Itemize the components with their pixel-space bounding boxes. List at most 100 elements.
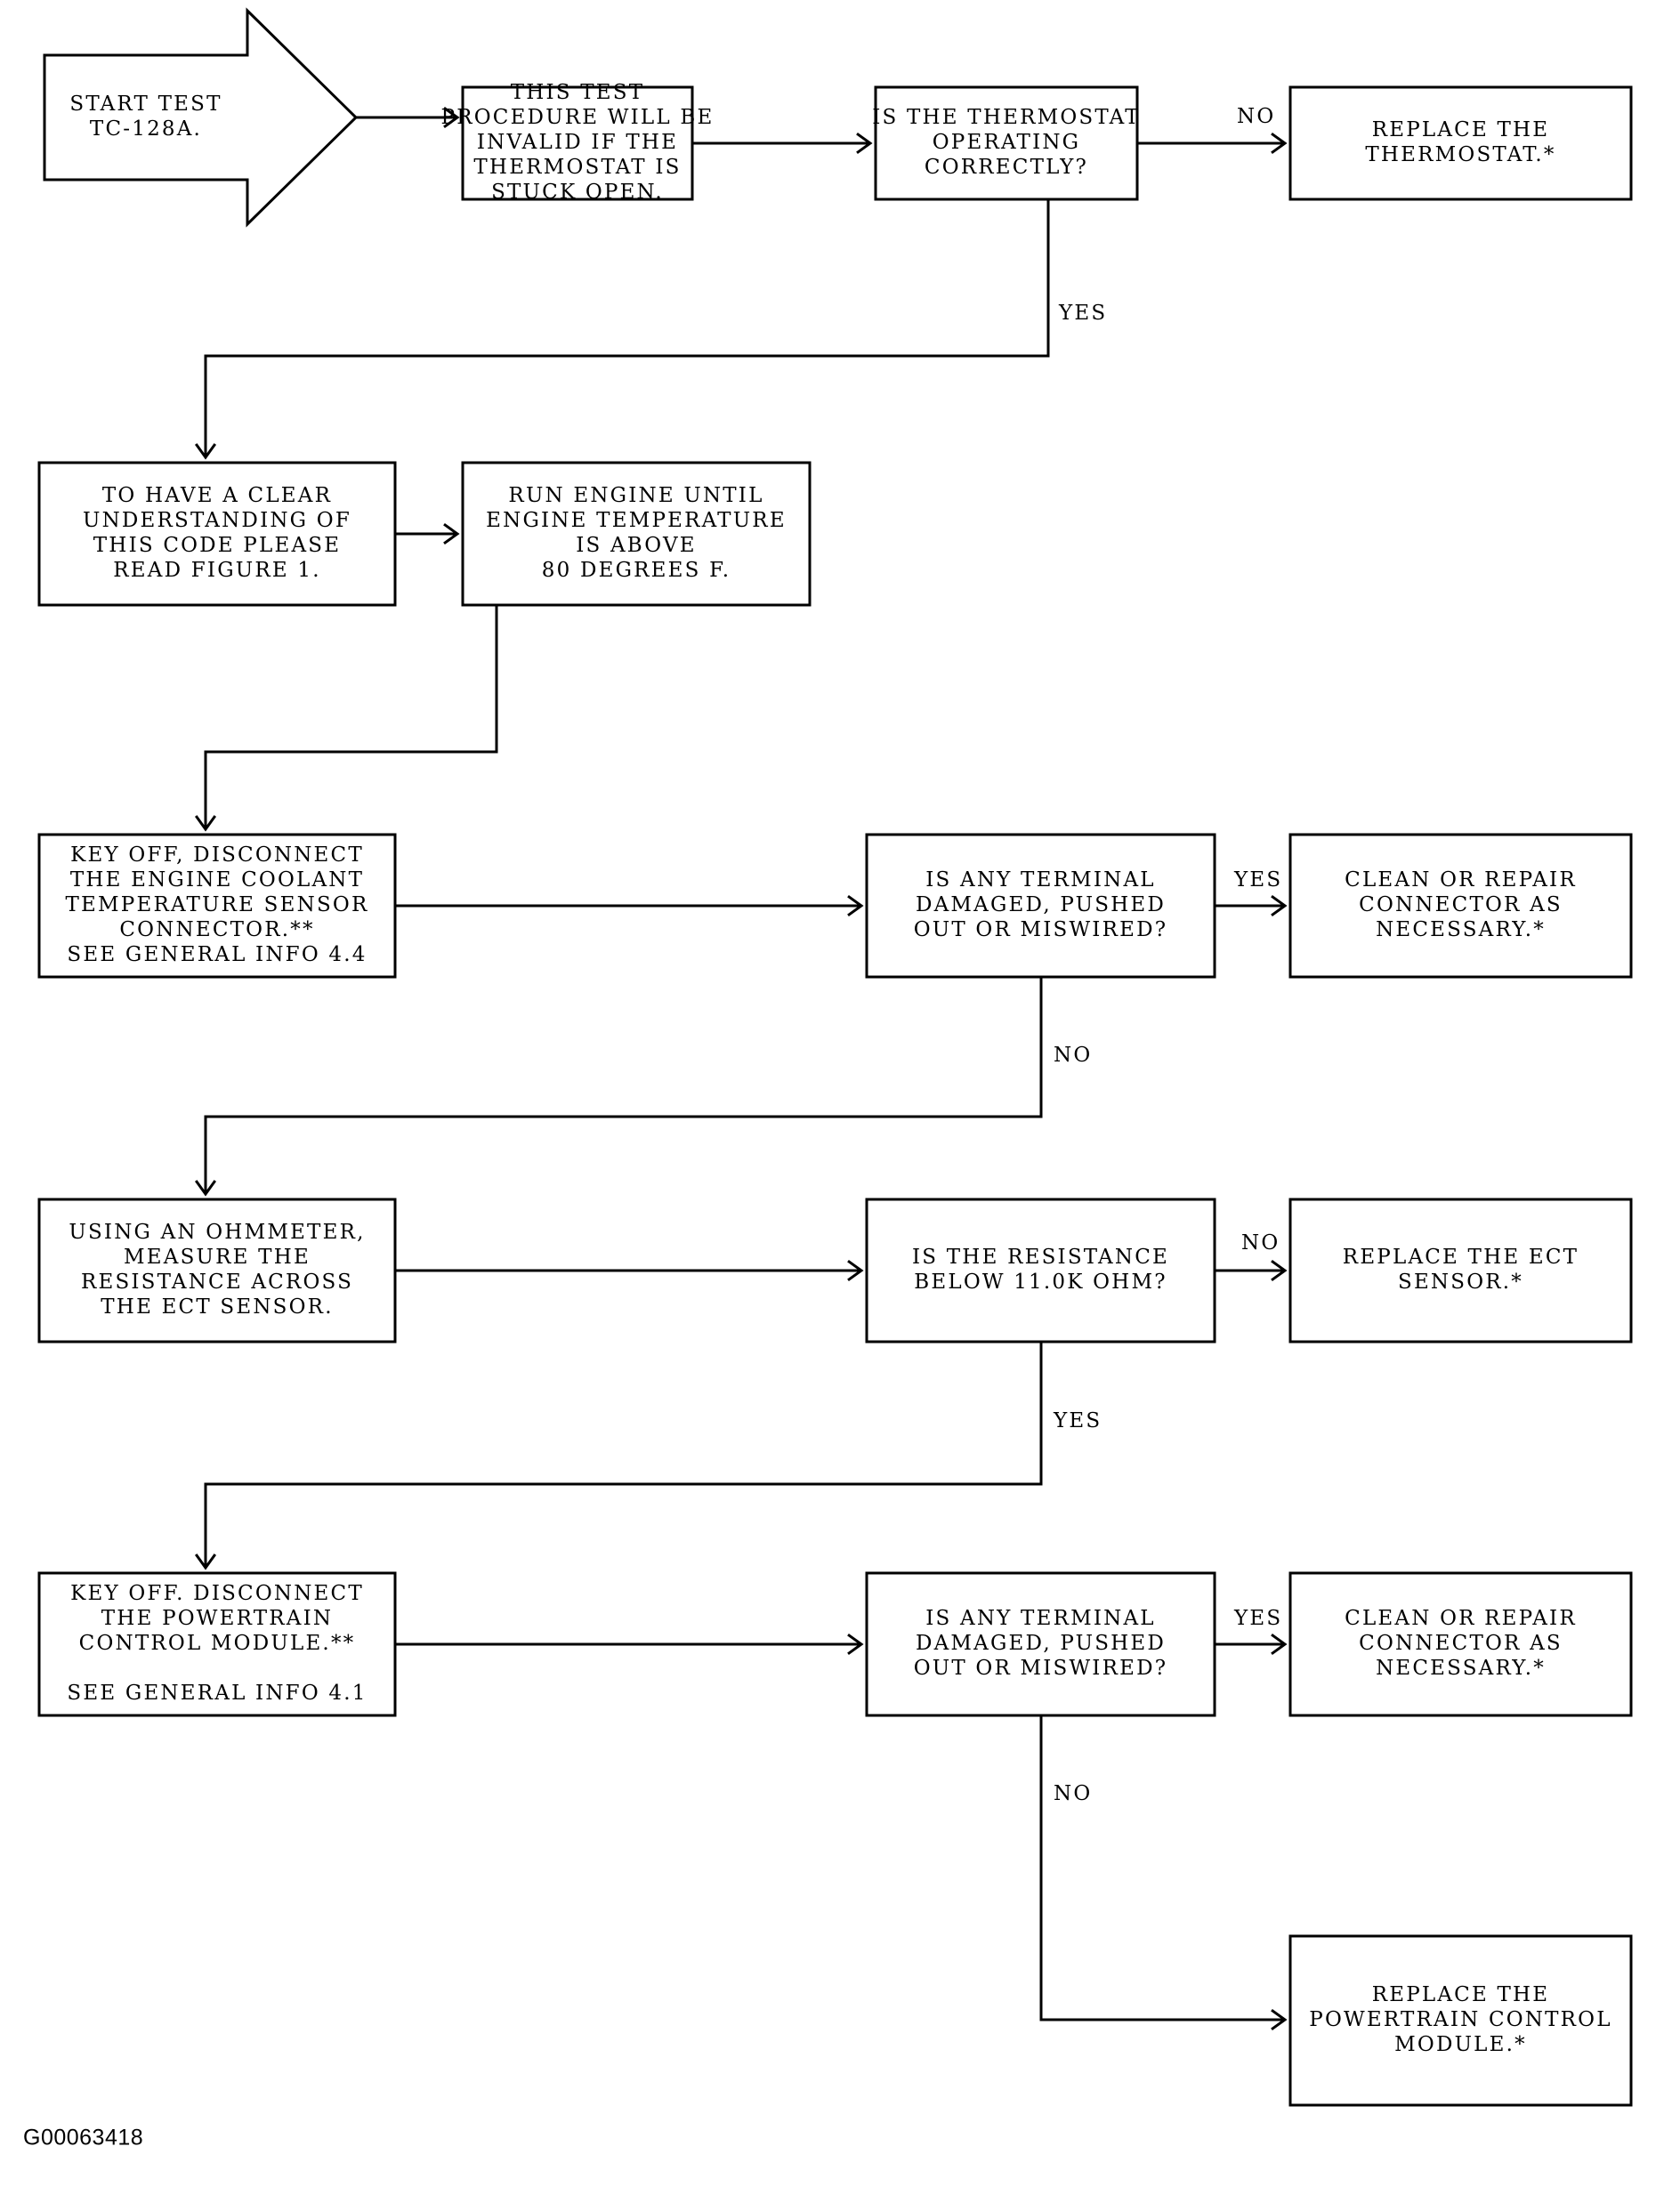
node-text-line: THIS TEST	[511, 81, 645, 104]
node-text-line: SEE GENERAL INFO 4.4	[67, 943, 367, 966]
node-text-line: CONNECTOR AS	[1359, 893, 1563, 916]
node-text-line: THE POWERTRAIN	[101, 1607, 333, 1630]
node-text-line: CLEAN OR REPAIR	[1345, 1607, 1577, 1630]
node-outline	[37, 461, 397, 607]
node-outline	[1288, 833, 1633, 979]
node-text-line: THERMOSTAT.*	[1365, 143, 1555, 166]
node-text-line: USING AN OHMMETER,	[69, 1221, 365, 1244]
connector-run-engine-to-disconnect	[194, 605, 498, 832]
node-text-line: DAMAGED, PUSHED	[916, 1632, 1166, 1655]
node-text-line: THIS CODE PLEASE	[93, 534, 341, 557]
node-text-line: IS ANY TERMINAL	[925, 1607, 1155, 1630]
connector-thermostat-q-to-replace	[1137, 132, 1288, 155]
node-text-line: RESISTANCE ACROSS	[81, 1271, 353, 1294]
node-text-line: START TEST	[69, 93, 222, 116]
connector-disconnect-to-terminal-q1	[395, 894, 864, 917]
connector-thermostat-yes-branch	[194, 199, 1050, 460]
edge-label-label-resistance-yes: YES	[1053, 1409, 1102, 1432]
node-text-line: THERMOSTAT IS	[473, 156, 681, 179]
node-text-line: MEASURE THE	[124, 1246, 311, 1269]
edge-label-label-resistance-no: NO	[1241, 1231, 1280, 1255]
node-text-line: SENSOR.*	[1398, 1271, 1523, 1294]
figure-id-label: G00063418	[23, 2126, 143, 2150]
connector-terminal-q1-no-branch	[194, 977, 1043, 1197]
node-text-line: KEY OFF. DISCONNECT	[70, 1582, 364, 1605]
node-text-line: PROCEDURE WILL BE	[441, 106, 715, 129]
node-outline	[865, 833, 1216, 979]
node-text-line: CLEAN OR REPAIR	[1345, 868, 1577, 892]
node-outline	[461, 85, 694, 201]
node-text-line: KEY OFF, DISCONNECT	[70, 843, 364, 867]
connector-terminal-q2-to-clean2	[1215, 1633, 1288, 1656]
edge-label-label-terminal1-no: NO	[1054, 1044, 1092, 1067]
node-text-line: IS THE THERMOSTAT	[872, 106, 1141, 129]
node-text-line: UNDERSTANDING OF	[83, 509, 351, 532]
node-text-line: NECESSARY.*	[1376, 1657, 1546, 1680]
node-text-line: OUT OR MISWIRED?	[914, 918, 1168, 941]
node-text-line: THE ECT SENSOR.	[101, 1295, 333, 1319]
node-text-line: DAMAGED, PUSHED	[916, 893, 1166, 916]
node-text-line: 80 DEGREES F.	[542, 559, 731, 582]
node-text-line: CONNECTOR AS	[1359, 1632, 1563, 1655]
connector-note-to-thermostat-q	[692, 132, 873, 155]
node-outline	[1288, 1934, 1633, 2107]
connector-terminal-q1-to-clean1	[1215, 894, 1288, 917]
node-text-line: NECESSARY.*	[1376, 918, 1546, 941]
node-text-line: RUN ENGINE UNTIL	[508, 484, 763, 507]
node-measure-resistance[interactable]: USING AN OHMMETER,MEASURE THERESISTANCE …	[37, 1198, 397, 1344]
node-outline	[37, 833, 397, 979]
connector-resistance-yes-branch	[194, 1342, 1043, 1570]
node-text-line: READ FIGURE 1.	[113, 559, 320, 582]
node-text-line: BELOW 11.0K OHM?	[914, 1271, 1167, 1294]
node-text-line: CONTROL MODULE.**	[79, 1632, 356, 1655]
edge-label-label-thermostat-no: NO	[1237, 105, 1275, 128]
node-text-line: MODULE.*	[1394, 2033, 1527, 2056]
node-outline	[37, 1198, 397, 1344]
node-text-line: IS THE RESISTANCE	[912, 1246, 1169, 1269]
connector-terminal-q2-no-branch	[1039, 1715, 1288, 2031]
connector-resistance-q-to-replace	[1215, 1259, 1288, 1282]
node-text-line: TEMPERATURE SENSOR	[66, 893, 369, 916]
node-outline	[865, 1571, 1216, 1717]
node-text-line: IS ABOVE	[576, 534, 697, 557]
node-text-line: REPLACE THE	[1372, 118, 1550, 141]
node-outline	[461, 461, 812, 607]
edge-label-label-terminal1-yes: YES	[1233, 868, 1282, 892]
node-text-line: TO HAVE A CLEAR	[102, 484, 332, 507]
connectors-layer	[194, 106, 1288, 2031]
edge-label-label-thermostat-yes: YES	[1058, 302, 1107, 325]
connector-figure-to-run-engine	[395, 522, 460, 545]
node-text-line: CORRECTLY?	[925, 156, 1088, 179]
node-text-line: CONNECTOR.**	[119, 918, 314, 941]
node-text-line: REPLACE THE ECT	[1343, 1246, 1579, 1269]
start-shape-outline	[43, 7, 359, 228]
node-text-line: REPLACE THE	[1372, 1983, 1550, 2006]
edge-label-label-terminal2-no: NO	[1054, 1782, 1092, 1805]
node-text-line: SEE GENERAL INFO 4.1	[67, 1682, 367, 1705]
connector-measure-to-resistance-q	[395, 1259, 864, 1282]
node-text-line: TC-128A.	[90, 117, 202, 141]
node-text-line: THE ENGINE COOLANT	[70, 868, 364, 892]
node-text-line: INVALID IF THE	[477, 131, 678, 154]
node-outline	[1288, 1571, 1633, 1717]
node-text-line: OUT OR MISWIRED?	[914, 1657, 1168, 1680]
